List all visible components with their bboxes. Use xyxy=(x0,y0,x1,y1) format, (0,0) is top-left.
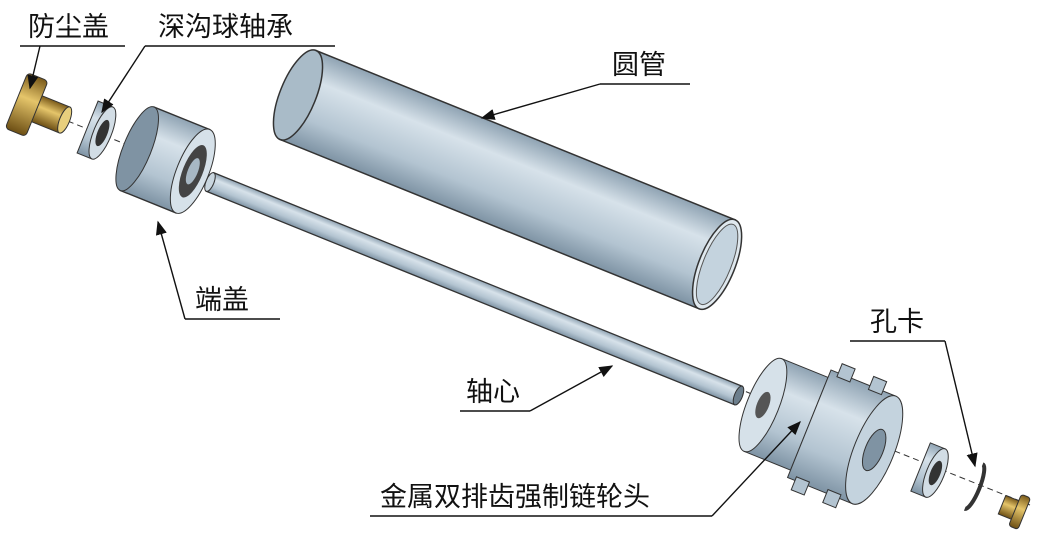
label-circlip: 孔卡 xyxy=(870,307,924,338)
label-dust-cap: 防尘盖 xyxy=(28,12,109,43)
circlip xyxy=(963,462,987,511)
label-round-tube: 圆管 xyxy=(612,50,666,81)
bearing-left xyxy=(76,100,117,160)
shaft xyxy=(204,171,745,406)
label-end-cap: 端盖 xyxy=(195,285,249,316)
bearing-right xyxy=(910,442,949,498)
end-cap xyxy=(115,106,216,214)
label-sprocket-head: 金属双排齿强制链轮头 xyxy=(380,482,650,513)
label-shaft: 轴心 xyxy=(466,377,520,408)
round-tube xyxy=(272,49,743,311)
dust-cap-left xyxy=(5,73,73,136)
leader-lines xyxy=(20,45,978,517)
sprocket-head xyxy=(738,357,904,509)
label-deep-groove-bearing: 深沟球轴承 xyxy=(158,12,293,43)
dust-cap-right xyxy=(997,494,1031,530)
